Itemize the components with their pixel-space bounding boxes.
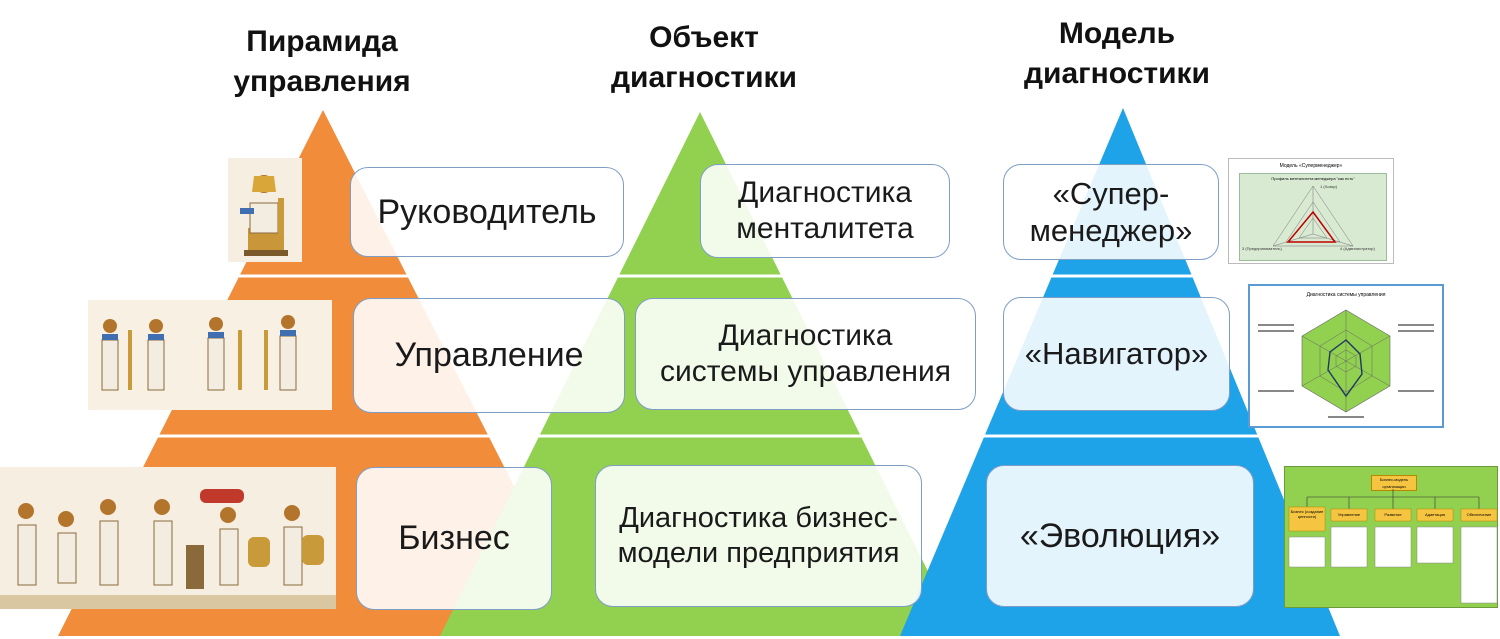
- thumb-subtitle: Профиль менталитета менеджера "как есть": [1271, 176, 1355, 181]
- tree-root-node: Бизнес-модель организации: [1371, 475, 1417, 491]
- pyramid-dividers: [130, 274, 1270, 438]
- tree-connectors-icon: [1288, 489, 1498, 604]
- title-line: Объект: [649, 21, 759, 54]
- box-text: «Супер- менеджер»: [1030, 175, 1193, 249]
- box-line: Руководитель: [377, 192, 597, 231]
- box-line: системы управления: [660, 355, 951, 388]
- box-line: Диагностика: [738, 176, 912, 209]
- box-evolution: «Эволюция»: [986, 465, 1254, 607]
- pharaoh-icon: [240, 175, 288, 256]
- radar-label: 1 (Хозяр): [1320, 184, 1338, 189]
- box-text: «Эволюция»: [1020, 516, 1220, 557]
- laborers-image: [0, 467, 336, 609]
- box-line: модели предприятия: [617, 537, 900, 569]
- box-line: менталитета: [736, 212, 914, 245]
- radar-label: 4 (Администратор): [1340, 246, 1376, 251]
- box-text: Диагностика бизнес- модели предприятия: [618, 501, 900, 571]
- title-line: диагностики: [611, 61, 797, 94]
- thumbnail-supermanager-model: Модель «Суперменеджер» Профиль менталите…: [1228, 158, 1394, 264]
- box-line: Бизнес: [398, 519, 510, 558]
- box-line: менеджер»: [1029, 213, 1193, 248]
- box-text: Руководитель: [377, 192, 596, 233]
- tree-column-label: Управление: [1337, 512, 1361, 517]
- box-line: Управление: [394, 336, 584, 375]
- box-supermanager: «Супер- менеджер»: [1003, 164, 1219, 260]
- radar-label: 3 (Предприниматель): [1242, 246, 1282, 251]
- box-navigator: «Навигатор»: [1003, 297, 1230, 411]
- laborers-icon: [0, 489, 336, 609]
- box-mentality-diagnostics: Диагностика менталитета: [700, 164, 950, 258]
- title-line: Модель: [1058, 17, 1176, 50]
- title-diagnostic-object: Объект диагностики: [594, 18, 814, 98]
- box-level-leader: Руководитель: [350, 167, 624, 257]
- box-management-system-diagnostics: Диагностика системы управления: [635, 298, 976, 410]
- tree-column-label: Бизнес (создание ценности): [1290, 509, 1324, 519]
- title-line: управления: [233, 65, 411, 98]
- thumb-title: Диагностика системы управления: [1306, 292, 1386, 298]
- box-line: Диагностика бизнес-: [619, 502, 898, 535]
- box-level-management: Управление: [353, 298, 625, 413]
- tree-column-label: Обеспечение: [1466, 512, 1492, 517]
- box-text: Бизнес: [398, 518, 510, 559]
- workers-group-image: [88, 300, 332, 410]
- tree-root-label: Бизнес-модель организации: [1379, 477, 1409, 489]
- thumbnail-management-system: Диагностика системы управления: [1248, 284, 1444, 428]
- officials-icon: [101, 315, 297, 391]
- thumb-panel: Профиль менталитета менеджера "как есть"…: [1239, 173, 1387, 261]
- thumb-title: Модель «Суперменеджер»: [1279, 163, 1343, 169]
- box-text: Управление: [394, 335, 583, 376]
- title-management-pyramid: Пирамида управления: [222, 22, 422, 102]
- title-line: Пирамида: [246, 25, 398, 58]
- box-text: Диагностика менталитета: [736, 175, 913, 247]
- title-line: диагностики: [1024, 57, 1210, 90]
- box-text: «Навигатор»: [1025, 335, 1208, 372]
- pharaoh-image: [228, 158, 302, 262]
- radar-icon: 1 (Хозяр) 3 (Предприниматель) 4 (Админис…: [1242, 184, 1376, 251]
- box-line: «Навигатор»: [1024, 336, 1209, 372]
- box-line: Диагностика: [718, 319, 893, 352]
- title-diagnostic-model: Модель диагностики: [1012, 14, 1222, 94]
- thumbnail-business-model: Бизнес-модель организации Бизнес (создан…: [1284, 466, 1498, 608]
- box-business-model-diagnostics: Диагностика бизнес- модели предприятия: [595, 465, 922, 607]
- box-line: «Супер-: [1052, 175, 1170, 211]
- box-line: «Эволюция»: [1019, 516, 1221, 555]
- tree-column-label: Развитие: [1384, 512, 1402, 517]
- tree-column-label: Адаптация: [1424, 512, 1446, 517]
- box-level-business: Бизнес: [356, 467, 552, 610]
- radar-icon: [1258, 309, 1434, 418]
- box-text: Диагностика системы управления: [660, 318, 951, 390]
